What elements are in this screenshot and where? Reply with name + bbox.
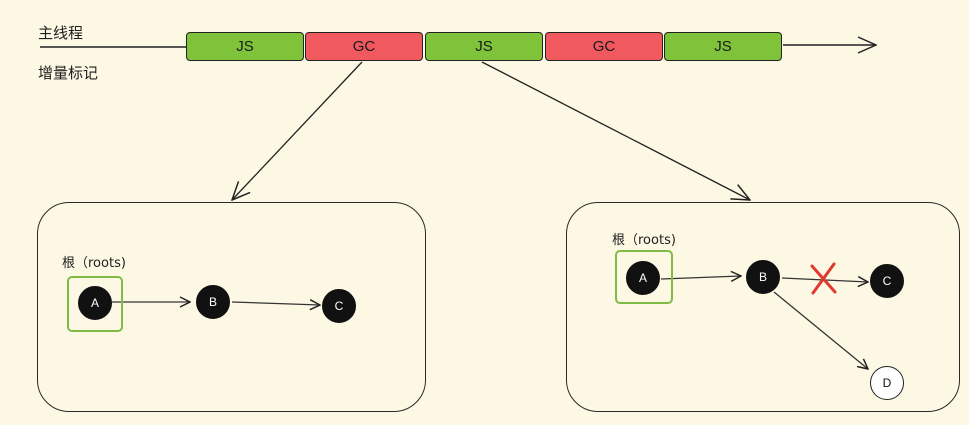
segment-gc-2: GC: [545, 32, 663, 61]
left-root-label: 根（roots): [62, 256, 126, 271]
right-node-c: C: [870, 264, 904, 298]
right-node-d: D: [870, 366, 904, 400]
incremental-marking-label: 增量标记: [38, 64, 99, 82]
left-root-highlight: [67, 276, 123, 332]
main-thread-label: 主线程: [38, 24, 84, 42]
right-root-highlight: [615, 250, 673, 304]
edge-right-a-b: [660, 276, 741, 279]
edge-left-b-c: [231, 302, 320, 305]
left-object-graph-panel: [37, 202, 426, 412]
segment-js-3: JS: [664, 32, 782, 61]
segment-js-1: JS: [186, 32, 304, 61]
left-node-b: B: [196, 285, 230, 319]
left-node-c: C: [322, 289, 356, 323]
cross-icon: [810, 262, 837, 295]
right-root-label: 根（roots): [612, 233, 676, 248]
segment-js-2: JS: [425, 32, 543, 61]
edge-right-b-d: [773, 291, 868, 369]
gc-pointer-left: [232, 61, 363, 200]
left-node-a: A: [78, 286, 112, 320]
js-pointer-right: [481, 61, 750, 200]
right-node-a: A: [626, 261, 660, 295]
right-object-graph-panel: [566, 202, 960, 412]
segment-gc-1: GC: [305, 32, 423, 61]
right-node-b: B: [746, 260, 780, 294]
